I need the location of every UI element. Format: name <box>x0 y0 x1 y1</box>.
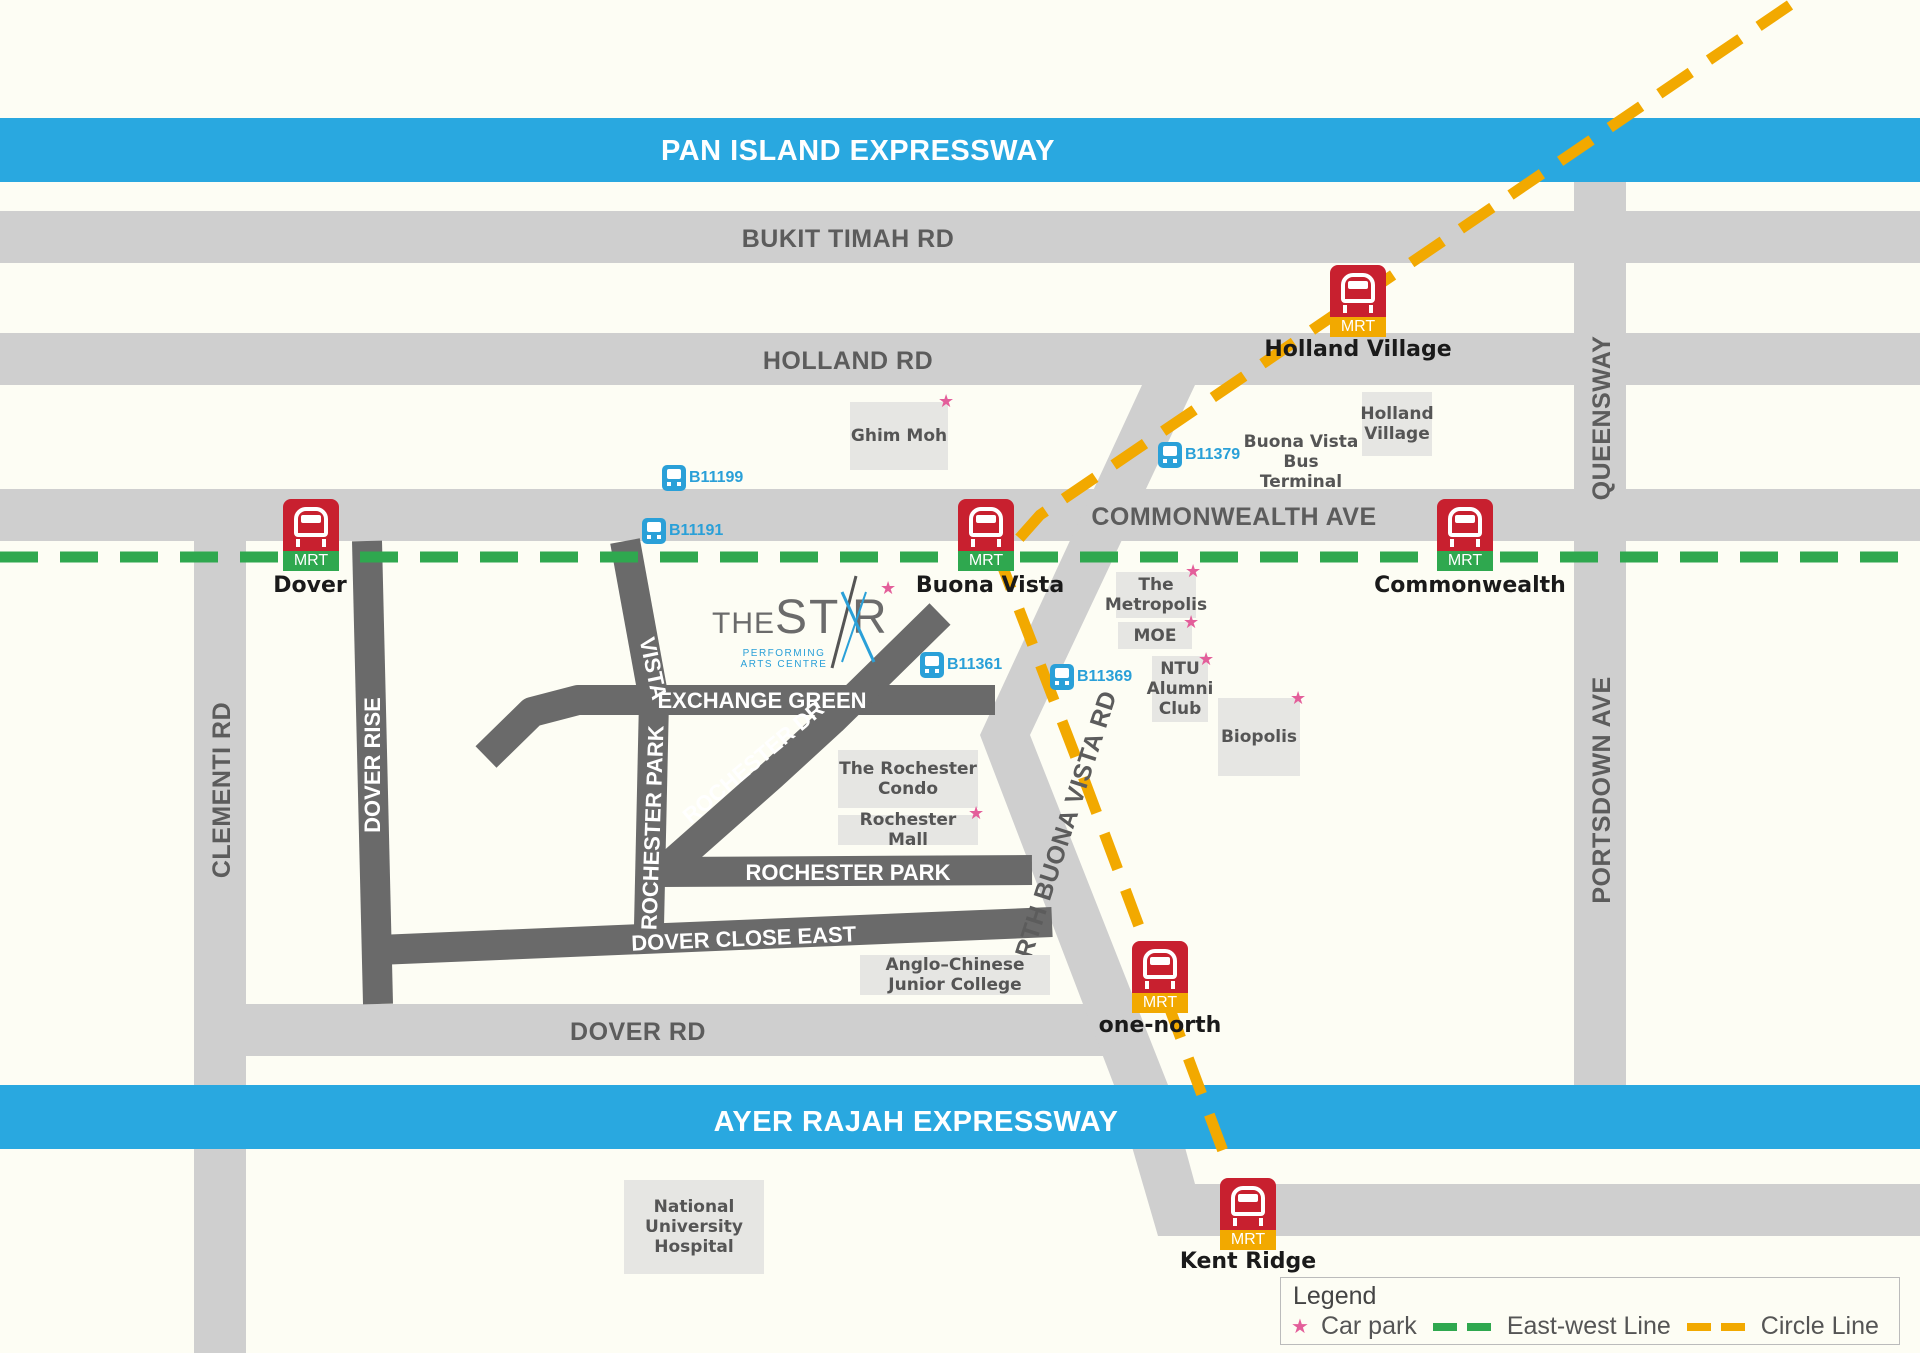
bus-icon <box>1158 442 1182 468</box>
train-icon <box>969 507 1003 537</box>
bus-icon <box>642 518 666 544</box>
legend-car-park: Car park <box>1320 1312 1417 1340</box>
mrt-station-one-north[interactable]: MRT <box>1132 941 1188 1013</box>
place-biopolis: Biopolis <box>1218 698 1300 776</box>
car-park-star-icon: ★ <box>1290 688 1307 709</box>
legend-ew-line: East-west Line <box>1506 1312 1671 1340</box>
label-pie: PAN ISLAND EXPRESSWAY <box>661 135 1055 167</box>
car-park-star-icon: ★ <box>880 578 897 599</box>
label-queensway: QUEENSWAY <box>1588 336 1616 501</box>
place-metropolis: The Metropolis <box>1105 572 1207 618</box>
road-rochester-park-v <box>634 699 669 927</box>
legend-cc-line: Circle Line <box>1760 1312 1879 1340</box>
place-nuh: National University Hospital <box>624 1180 764 1274</box>
expressway-aye <box>0 1085 1920 1149</box>
bus-icon <box>662 465 686 491</box>
bus-stop: B11361 <box>920 652 1002 678</box>
station-name-kent-ridge: Kent Ridge <box>1179 1249 1317 1274</box>
train-icon <box>1341 273 1375 303</box>
place-ntu-alumni-club: NTU Alumni Club <box>1147 656 1213 722</box>
mrt-station-commonwealth[interactable]: MRT <box>1437 499 1493 571</box>
station-name-buona-vista: Buona Vista <box>915 573 1065 598</box>
label-rochester-park-h: ROCHESTER PARK <box>746 860 951 885</box>
station-name-dover: Dover <box>273 573 347 598</box>
mrt-station-holland-village[interactable]: MRT <box>1330 265 1386 337</box>
label-commonwealth: COMMONWEALTH AVE <box>1091 503 1376 531</box>
train-icon <box>1231 1186 1265 1216</box>
bus-icon <box>920 652 944 678</box>
station-name-one-north: one-north <box>1098 1013 1222 1038</box>
label-dover-rise: DOVER RISE <box>360 697 385 833</box>
train-icon <box>294 507 328 537</box>
place-bv-bus-terminal: Buona Vista Bus Terminal <box>1243 432 1359 492</box>
train-icon <box>1143 949 1177 979</box>
place-moe: MOE <box>1118 622 1192 649</box>
label-exchange-green: EXCHANGE GREEN <box>657 688 866 713</box>
place-rochester-mall: Rochester Mall <box>838 810 978 850</box>
star-icon: ★ <box>1291 1316 1309 1338</box>
legend-row: ★ Car park East-west Line Circle Line <box>1291 1312 1879 1341</box>
star-logo-mark <box>830 575 876 669</box>
road-dover-close-east <box>377 907 1053 965</box>
mrt-station-buona-vista[interactable]: MRT <box>958 499 1014 571</box>
place-rochester-condo: The Rochester Condo <box>838 750 978 808</box>
road-clementi <box>194 541 246 1353</box>
road-kent-ridge <box>1114 1085 1920 1236</box>
cc-line-swatch <box>1686 1322 1745 1331</box>
label-holland: HOLLAND RD <box>763 347 933 375</box>
label-clementi: CLEMENTI RD <box>208 702 236 878</box>
legend-title: Legend <box>1293 1282 1377 1310</box>
road-dover <box>246 1004 1106 1056</box>
label-aye: AYER RAJAH EXPRESSWAY <box>714 1106 1119 1138</box>
place-holland-village: Holland Village <box>1360 392 1434 456</box>
car-park-star-icon: ★ <box>1183 612 1200 633</box>
road-bukit-timah <box>0 211 1920 263</box>
car-park-star-icon: ★ <box>938 391 955 412</box>
road-vista <box>610 538 669 703</box>
road-queensway <box>1574 180 1626 1085</box>
mrt-station-dover[interactable]: MRT <box>283 499 339 571</box>
road-holland <box>0 333 1920 385</box>
ew-line-swatch <box>1432 1322 1491 1331</box>
bus-stop: B11199 <box>662 465 743 491</box>
label-portsdown: PORTSDOWN AVE <box>1588 676 1616 903</box>
station-name-commonwealth: Commonwealth <box>1374 573 1566 598</box>
mrt-station-kent-ridge[interactable]: MRT <box>1220 1178 1276 1250</box>
map-legend: Legend ★ Car park East-west Line Circle … <box>1280 1277 1900 1345</box>
car-park-star-icon: ★ <box>1198 649 1215 670</box>
car-park-star-icon: ★ <box>1185 561 1202 582</box>
the-star-logo: THEST R PERFORMING ARTS CENTRE <box>712 572 892 672</box>
road-exchange-green <box>475 685 995 768</box>
label-dover-rd: DOVER RD <box>570 1018 706 1046</box>
expressway-pie <box>0 118 1920 182</box>
place-ghim-moh: Ghim Moh <box>850 402 948 470</box>
label-bukit-timah: BUKIT TIMAH RD <box>742 225 955 253</box>
train-icon <box>1448 507 1482 537</box>
road-rochester-dr <box>650 603 951 886</box>
road-dover-rise <box>352 540 393 1005</box>
car-park-star-icon: ★ <box>968 803 985 824</box>
bus-stop: B11191 <box>642 518 723 544</box>
bus-stop: B11369 <box>1050 664 1132 690</box>
bus-icon <box>1050 664 1074 690</box>
bus-stop: B11379 <box>1158 442 1240 468</box>
place-acjc: Anglo–Chinese Junior College <box>860 955 1050 995</box>
station-name-holland-village: Holland Village <box>1264 337 1452 362</box>
road-north-buona-vista <box>980 385 1195 1085</box>
road-rochester-park-h <box>659 855 1033 887</box>
